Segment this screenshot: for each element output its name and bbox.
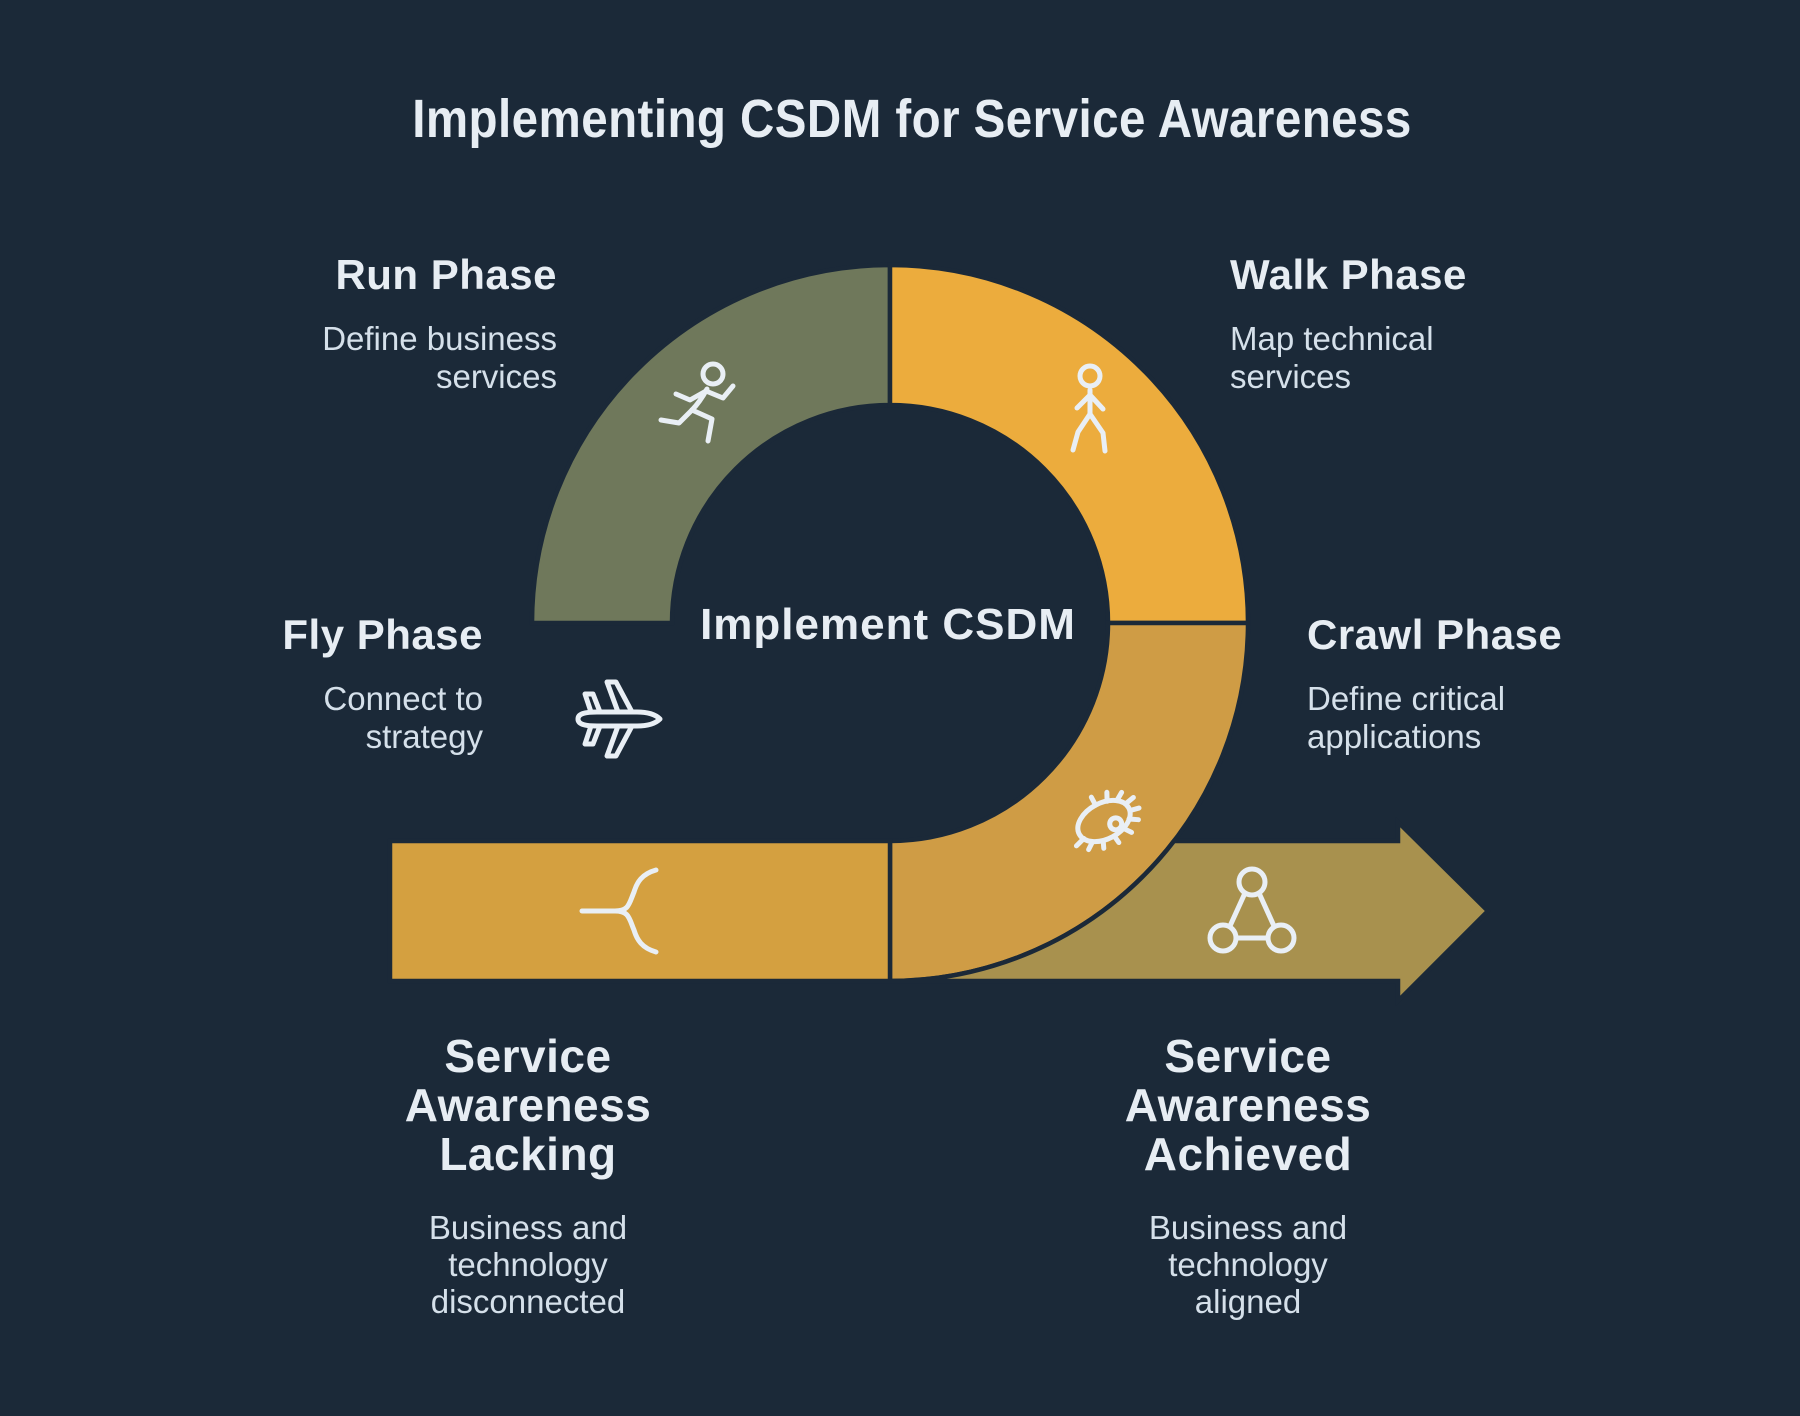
phase-walk-description: Map technical services xyxy=(1230,320,1434,396)
phase-block-fly: Fly Phase Connect to strategy xyxy=(282,611,483,756)
phase-run-description: Define business services xyxy=(322,320,557,396)
microbe-icon xyxy=(1054,766,1154,866)
phase-block-run: Run Phase Define business services xyxy=(322,251,557,396)
plane-icon xyxy=(566,669,666,769)
phase-block-walk: Walk Phase Map technical services xyxy=(1230,251,1467,396)
end-state-description: Business and technology aligned xyxy=(1148,1209,1348,1320)
runner-icon xyxy=(650,359,750,459)
end-state-block: Service Awareness Achieved Business and … xyxy=(1124,1030,1372,1321)
page-title: Implementing CSDM for Service Awareness xyxy=(412,89,1412,149)
start-state-block: Service Awareness Lacking Business and t… xyxy=(404,1030,652,1321)
network-icon xyxy=(1202,862,1302,962)
phase-block-crawl: Crawl Phase Define critical applications xyxy=(1307,611,1563,756)
start-state-title: Service Awareness Lacking xyxy=(404,1030,652,1180)
phase-fly-description: Connect to strategy xyxy=(323,680,483,756)
run-phase-arc-segment xyxy=(529,262,893,626)
end-arrow-segment xyxy=(889,816,1492,1007)
end-state-title: Service Awareness Achieved xyxy=(1124,1030,1372,1180)
phase-fly-title: Fly Phase xyxy=(282,611,483,658)
phase-walk-title: Walk Phase xyxy=(1230,251,1467,298)
phase-crawl-title: Crawl Phase xyxy=(1307,611,1563,658)
branch-icon xyxy=(578,861,678,961)
phase-crawl-description: Define critical applications xyxy=(1307,680,1506,756)
start-state-description: Business and technology disconnected xyxy=(428,1209,628,1320)
walk-phase-arc-segment xyxy=(887,262,1251,626)
center-label: Implement CSDM xyxy=(700,600,1076,649)
phase-run-title: Run Phase xyxy=(335,251,557,298)
walker-icon xyxy=(1040,363,1140,463)
